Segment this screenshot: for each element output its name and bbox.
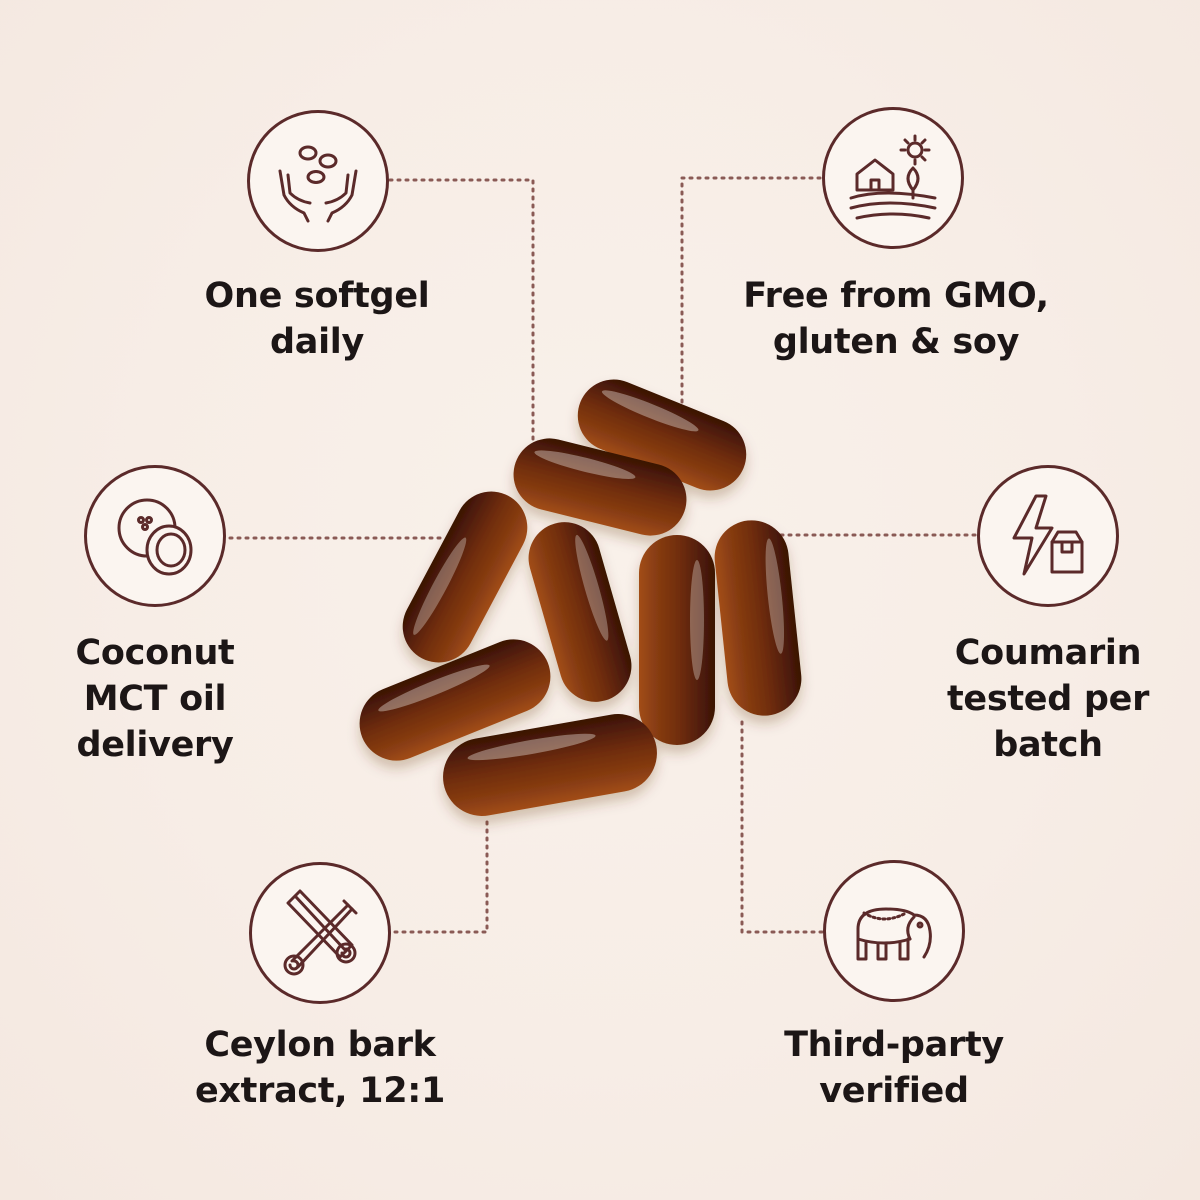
capsule [528,522,632,702]
coconut-icon [117,498,193,576]
cinnamon-sticks-icon [283,889,358,976]
feature-icon-softgel [247,110,389,252]
connector-softgel [388,178,535,442]
elephant-icon [856,907,932,961]
hands-holding-beans-icon [278,145,358,223]
capsule [359,639,551,761]
feature-icon-coumarin [977,465,1119,607]
farmhouse-sun-leaf-icon [849,134,937,220]
capsule [714,520,802,716]
capsule [443,714,657,816]
feature-icon-ceylon [249,862,391,1004]
capsule [577,379,747,491]
capsule [402,491,528,663]
connector-ceylon [393,818,489,934]
capsule [639,535,715,745]
lightning-box-icon [1012,494,1084,576]
capsule [513,438,687,536]
feature-icon-coconut [84,465,226,607]
connector-thirdparty [740,718,824,934]
feature-icon-thirdparty [823,860,965,1002]
feature-icon-gmo [822,107,964,249]
feature-label-gmo: Free from GMO,gluten & soy [743,276,1049,362]
connector-gmo [680,176,822,412]
